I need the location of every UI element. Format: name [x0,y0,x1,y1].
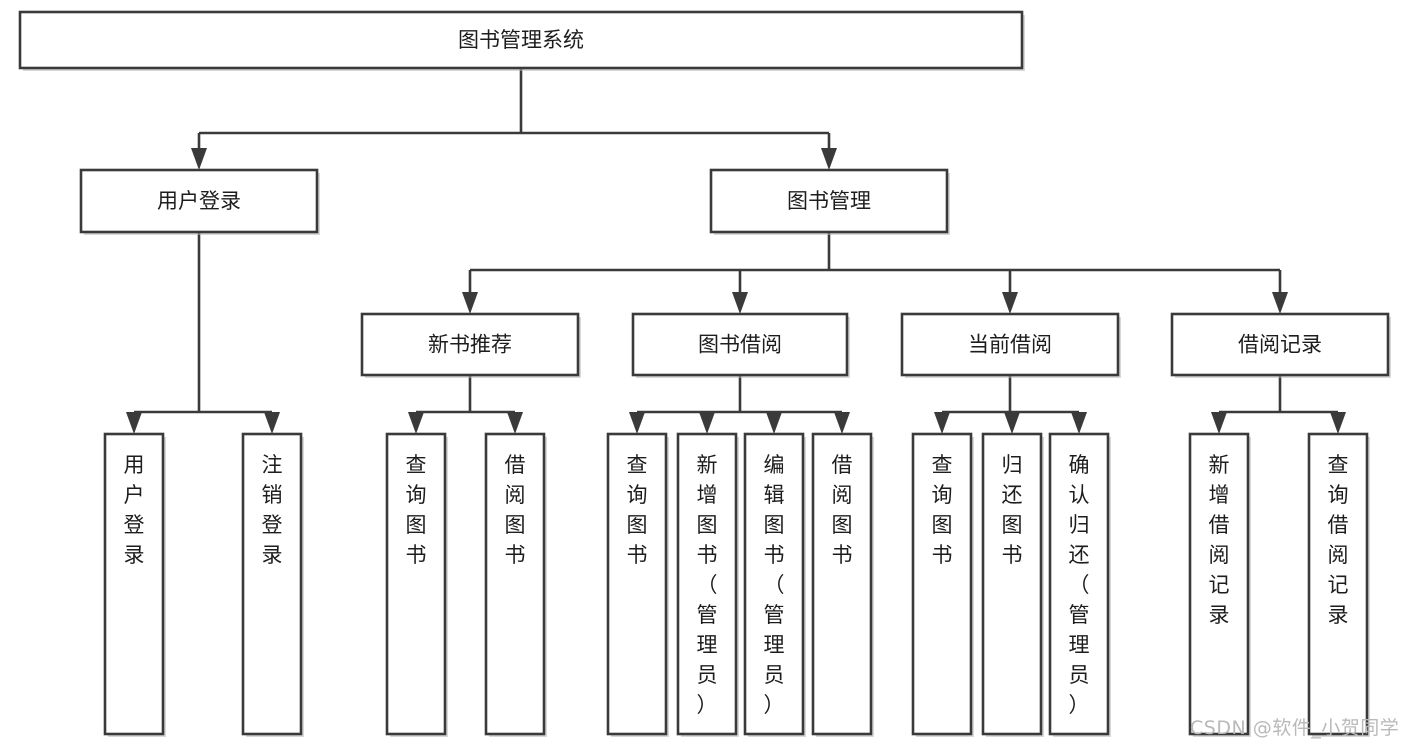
node-leaf-7[interactable]: 编辑图书（管理员） [743,432,806,737]
node-user-login[interactable]: 用户登录 [79,168,320,235]
node-box-leaf-13[interactable] [1307,432,1369,736]
node-box-leaf-12[interactable] [1188,432,1250,736]
arrow-icon-leaf-8 [834,412,850,434]
arrow-icon-leaf-1 [126,412,142,434]
node-box-leaf-11[interactable] [1048,432,1110,736]
node-new-book-rec[interactable]: 新书推荐 [360,312,581,378]
arrow-icon-book-borrow [732,292,748,314]
node-leaf-13[interactable]: 查询借阅记录 [1307,432,1370,737]
node-label-leaf-5: 查询图书 [627,453,648,567]
node-label-leaf-6: 新增图书（管理员） [697,453,718,717]
node-label-leaf-4: 借阅图书 [505,453,526,567]
node-label-leaf-11: 确认归还（管理员） [1069,453,1090,717]
node-box-leaf-1[interactable] [103,432,165,736]
arrow-icon-leaf-5 [629,412,645,434]
node-label-user-login: 用户登录 [157,189,241,213]
node-root[interactable]: 图书管理系统 [18,10,1025,71]
node-leaf-3[interactable]: 查询图书 [385,432,448,737]
node-box-book-manage[interactable] [709,168,949,234]
connector-group-book-manage [468,232,1282,294]
node-box-leaf-4[interactable] [484,432,546,736]
arrow-icon-leaf-2 [264,412,280,434]
node-leaf-6[interactable]: 新增图书（管理员） [676,432,739,737]
node-label-new-book-rec: 新书推荐 [428,333,512,357]
nodes-layer: 图书管理系统用户登录图书管理新书推荐图书借阅当前借阅借阅记录用户登录注销登录查询… [18,10,1391,737]
arrow-icon-leaf-13 [1330,412,1346,434]
node-label-leaf-9: 查询图书 [932,453,953,567]
node-box-leaf-8[interactable] [811,432,873,736]
node-leaf-1[interactable]: 用户登录 [103,432,166,737]
node-box-leaf-7[interactable] [743,432,805,736]
node-label-leaf-1: 用户登录 [124,453,145,567]
node-leaf-2[interactable]: 注销登录 [241,432,304,737]
node-label-borrow-record: 借阅记录 [1238,333,1322,357]
node-label-root: 图书管理系统 [458,28,584,52]
node-label-current-borrow: 当前借阅 [968,333,1052,357]
node-label-book-manage: 图书管理 [787,189,871,213]
arrow-icon-leaf-10 [1004,412,1020,434]
arrow-icon-user-login [191,148,207,170]
arrow-icon-current-borrow [1002,292,1018,314]
node-label-book-borrow: 图书借阅 [698,333,782,357]
node-box-book-borrow[interactable] [631,312,849,377]
node-leaf-8[interactable]: 借阅图书 [811,432,874,737]
arrow-icon-book-manage [821,148,837,170]
node-box-leaf-9[interactable] [911,432,973,736]
node-box-root[interactable] [18,10,1024,70]
node-label-leaf-3: 查询图书 [406,453,427,567]
node-label-leaf-2: 注销登录 [262,453,283,567]
node-book-borrow[interactable]: 图书借阅 [631,312,850,378]
arrow-icon-leaf-7 [766,412,782,434]
arrow-icon-leaf-6 [699,412,715,434]
connector-group-current-borrow [940,375,1081,414]
node-box-current-borrow[interactable] [900,312,1120,377]
arrow-icon-leaf-12 [1211,412,1227,434]
node-borrow-record[interactable]: 借阅记录 [1170,312,1391,378]
node-box-leaf-2[interactable] [241,432,303,736]
node-box-leaf-5[interactable] [606,432,668,736]
arrow-icon-new-book-rec [462,292,478,314]
node-label-leaf-10: 归还图书 [1002,453,1023,567]
node-leaf-5[interactable]: 查询图书 [606,432,669,737]
connector-group-borrow-record [1217,375,1340,414]
connector-group-book-borrow [635,375,844,414]
node-label-leaf-7: 编辑图书（管理员） [764,453,785,717]
node-box-leaf-6[interactable] [676,432,738,736]
connectors-layer [126,68,1346,434]
connector-group-root [197,68,831,150]
node-leaf-11[interactable]: 确认归还（管理员） [1048,432,1111,737]
node-box-leaf-10[interactable] [981,432,1043,736]
node-book-manage[interactable]: 图书管理 [709,168,950,235]
node-box-user-login[interactable] [79,168,319,234]
arrow-icon-leaf-9 [934,412,950,434]
node-leaf-9[interactable]: 查询图书 [911,432,974,737]
node-box-borrow-record[interactable] [1170,312,1390,377]
node-label-leaf-8: 借阅图书 [832,453,853,567]
node-current-borrow[interactable]: 当前借阅 [900,312,1121,378]
arrow-icon-leaf-11 [1071,412,1087,434]
arrow-icon-borrow-record [1272,292,1288,314]
node-box-new-book-rec[interactable] [360,312,580,377]
node-label-leaf-12: 新增借阅记录 [1209,453,1230,627]
node-box-leaf-3[interactable] [385,432,447,736]
connector-group-new-book-rec [414,375,517,414]
connector-group-user-login [132,232,274,414]
node-leaf-10[interactable]: 归还图书 [981,432,1044,737]
arrow-icon-leaf-4 [507,412,523,434]
arrow-icon-leaf-3 [408,412,424,434]
node-label-leaf-13: 查询借阅记录 [1328,453,1349,627]
node-leaf-4[interactable]: 借阅图书 [484,432,547,737]
node-leaf-12[interactable]: 新增借阅记录 [1188,432,1251,737]
